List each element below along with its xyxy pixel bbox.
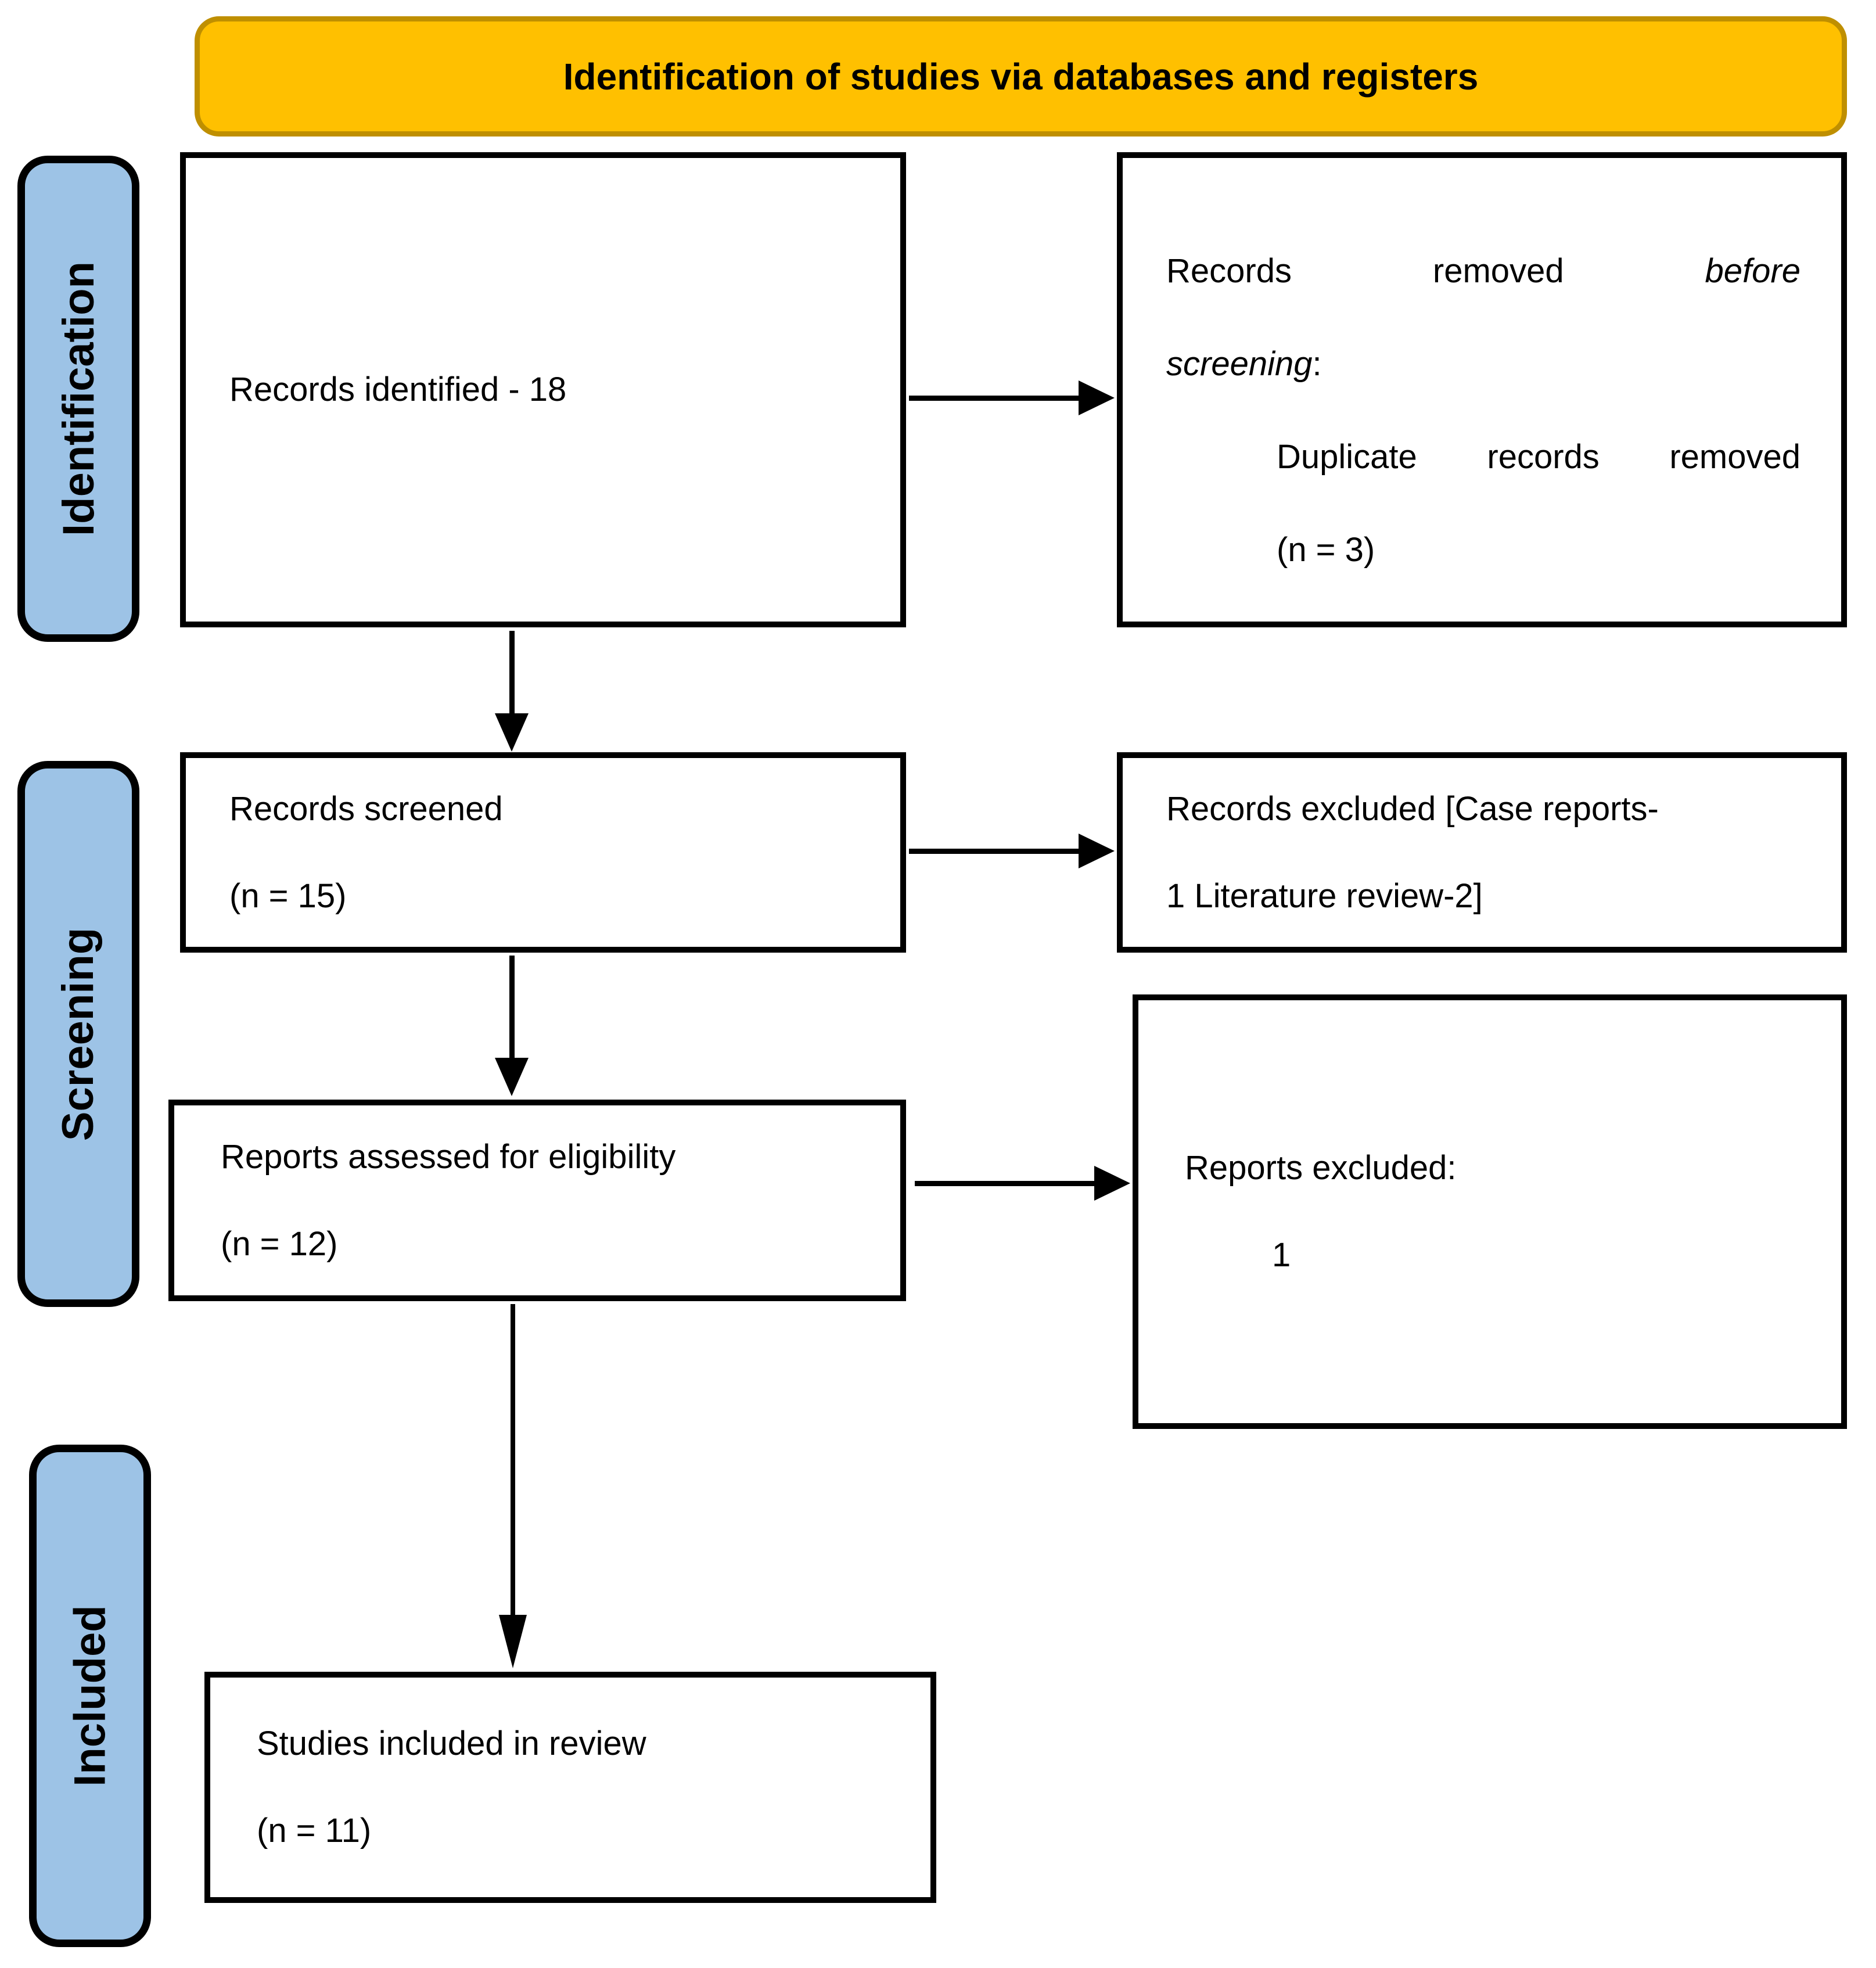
- records-removed-word: Records: [1166, 252, 1292, 290]
- box-reports-assessed: Reports assessed for eligibility (n = 12…: [168, 1100, 906, 1301]
- reports-assessed-count: (n = 12): [221, 1224, 338, 1263]
- arrow-identified-to-removed-head-icon: [1079, 380, 1115, 415]
- records-removed-word-italic: before: [1705, 252, 1800, 290]
- arrow-screened-to-excluded-head-icon: [1079, 834, 1115, 868]
- records-removed-line3: Duplicate records removed: [1277, 411, 1800, 504]
- arrow-identified-to-screened-line: [509, 631, 515, 717]
- records-removed-word: removed: [1669, 438, 1800, 476]
- stage-label-identification: Identification: [17, 156, 139, 642]
- records-removed-colon: :: [1312, 345, 1322, 383]
- records-screened-text: Records screened: [229, 789, 503, 828]
- records-removed-word: Duplicate: [1277, 438, 1417, 476]
- box-records-identified: Records identified - 18: [180, 152, 906, 627]
- records-excluded-text: Records excluded [Case reports-: [1166, 789, 1659, 828]
- records-removed-line2: screening:: [1166, 318, 1800, 411]
- records-screened-count: (n = 15): [229, 877, 347, 915]
- arrow-assessed-to-reports-excluded-head-icon: [1094, 1166, 1130, 1201]
- stage-label-screening: Screening: [17, 761, 139, 1307]
- arrow-screened-to-excluded-line: [909, 849, 1083, 854]
- banner-title: Identification of studies via databases …: [563, 55, 1479, 98]
- records-removed-count: (n = 3): [1277, 531, 1375, 569]
- stage-label-identification-text: Identification: [53, 261, 103, 536]
- records-removed-word: removed: [1432, 252, 1564, 290]
- box-records-removed: Records removed before screening: Duplic…: [1117, 152, 1847, 627]
- box-records-screened: Records screened (n = 15): [180, 752, 906, 953]
- reports-assessed-text: Reports assessed for eligibility: [221, 1137, 676, 1176]
- reports-excluded-count: 1: [1272, 1236, 1291, 1274]
- box-reports-excluded: Reports excluded: 1: [1133, 994, 1847, 1429]
- stage-label-included-text: Included: [65, 1605, 115, 1787]
- studies-included-text: Studies included in review: [257, 1725, 646, 1762]
- records-removed-screening-italic: screening: [1166, 345, 1313, 383]
- arrow-assessed-to-included-head-icon: [499, 1615, 527, 1668]
- stage-label-included: Included: [29, 1445, 151, 1947]
- reports-excluded-text: Reports excluded:: [1185, 1149, 1457, 1187]
- box-records-excluded: Records excluded [Case reports- 1 Litera…: [1117, 752, 1847, 953]
- records-removed-line1: Records removed before: [1166, 225, 1800, 318]
- arrow-identified-to-screened-head-icon: [495, 713, 529, 752]
- studies-included-count: (n = 11): [257, 1812, 372, 1850]
- records-removed-word: records: [1487, 438, 1600, 476]
- arrow-screened-to-assessed-line: [509, 956, 515, 1061]
- records-excluded-text2: 1 Literature review-2]: [1166, 877, 1483, 915]
- arrow-assessed-to-included-line: [511, 1304, 515, 1621]
- banner: Identification of studies via databases …: [195, 16, 1847, 137]
- arrow-screened-to-assessed-head-icon: [495, 1058, 529, 1096]
- arrow-assessed-to-reports-excluded-line: [915, 1181, 1098, 1186]
- box-studies-included: Studies included in review (n = 11): [204, 1672, 936, 1903]
- arrow-identified-to-removed-line: [909, 396, 1083, 401]
- stage-label-screening-text: Screening: [53, 927, 103, 1141]
- records-identified-text: Records identified - 18: [229, 371, 567, 408]
